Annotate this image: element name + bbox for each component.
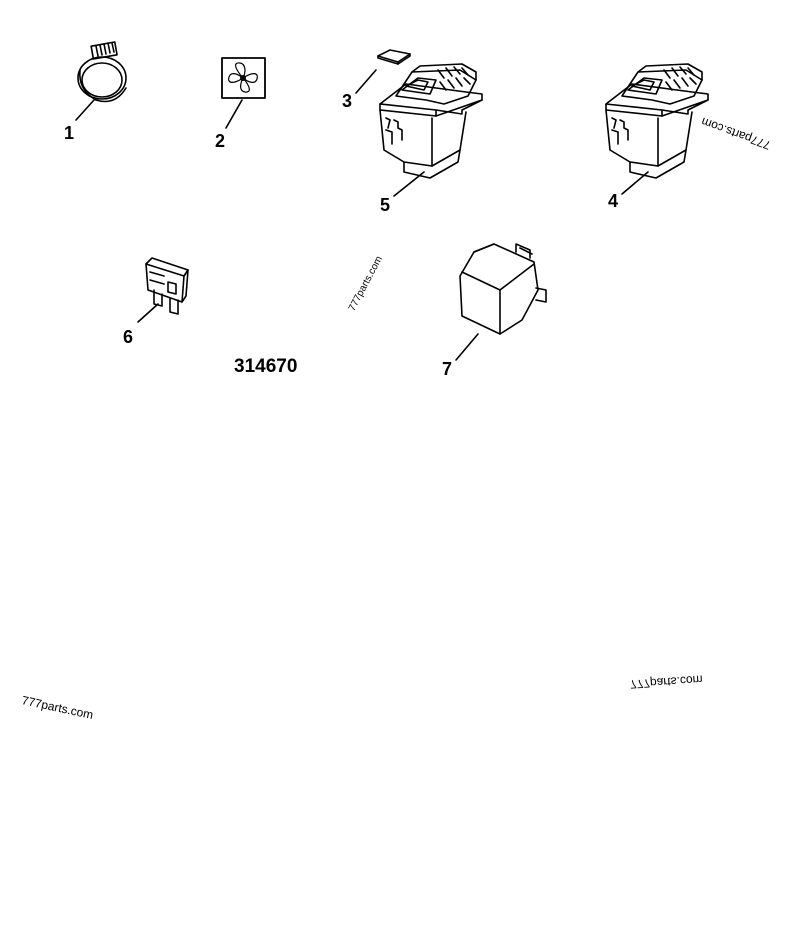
rocker-switch-part xyxy=(379,63,483,179)
callout-7: 7 xyxy=(442,359,453,379)
leader-line-2 xyxy=(225,99,243,129)
fan-decal-part xyxy=(221,57,266,99)
leader-line-1 xyxy=(75,99,95,121)
callout-3: 3 xyxy=(342,91,353,111)
callout-4: 4 xyxy=(608,191,619,211)
callout-2: 2 xyxy=(215,131,226,151)
leader-line-3 xyxy=(355,69,377,94)
relay-part xyxy=(459,243,547,335)
callout-1: 1 xyxy=(64,123,75,143)
leader-line-4 xyxy=(621,171,649,195)
hose-clamp-part xyxy=(77,41,127,103)
switch-lens-part xyxy=(377,49,411,65)
figure-number: 314670 xyxy=(234,356,298,377)
leader-line-7 xyxy=(455,333,479,361)
rocker-switch-part xyxy=(605,63,709,179)
callout-5: 5 xyxy=(380,195,391,215)
leader-line-5 xyxy=(393,171,425,197)
callout-6: 6 xyxy=(123,327,134,347)
blade-fuse-part xyxy=(145,257,189,315)
leader-line-6 xyxy=(137,303,159,323)
